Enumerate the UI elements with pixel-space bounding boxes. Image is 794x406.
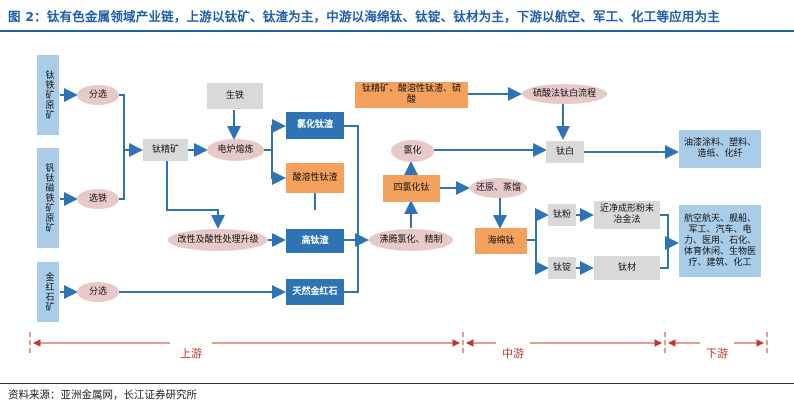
iron-separation-oval: 选铁: [77, 189, 119, 209]
sulfate-process-oval: 硫酸法钛白流程: [522, 84, 607, 104]
midstream-label: 中游: [502, 347, 524, 360]
pig-iron-box: 生铁: [207, 83, 263, 109]
high-titanium-slag-box: 高钛渣: [286, 229, 344, 253]
titanium-powder-box: 钛粉: [548, 204, 576, 226]
chlorination-oval: 氯化: [391, 140, 434, 162]
acid-soluble-slag-box: 酸溶性钛渣: [286, 163, 344, 193]
source-divider: [0, 383, 794, 384]
source-note: 资料来源：亚洲金属网，长江证券研究所: [8, 389, 197, 401]
aerospace-applications-box: 航空航天、舰船、军工、汽车、电力、医用、石化、体育休闲、生物医疗、建筑、化工: [679, 205, 761, 277]
titanium-tetrachloride-box: 四氯化钛: [383, 175, 440, 202]
coatings-applications-box: 油漆涂料、塑料、造纸、化纤: [679, 130, 761, 168]
downstream-label: 下游: [706, 347, 728, 360]
title-divider: [0, 30, 794, 32]
upgrade-process-oval: 改性及酸性处理升级: [168, 229, 268, 251]
natural-rutile-box: 天然金红石: [286, 279, 344, 305]
titanium-dioxide-box: 钛白: [546, 141, 584, 163]
titanium-material-box: 钛材: [594, 256, 660, 280]
titanium-ingot-box: 钛锭: [548, 257, 576, 279]
reduction-distillation-oval: 还原、蒸馏: [470, 178, 527, 198]
figure-title: 图 2：钛有色金属领域产业链，上游以钛矿、钛渣为主，中游以海绵钛、钛锭、钛材为主…: [8, 9, 720, 24]
boiling-chlorination-oval: 沸腾氯化、精制: [369, 229, 453, 251]
beneficiation-oval-3: 分选: [77, 282, 119, 302]
electric-furnace-oval: 电炉熔炼: [207, 139, 264, 161]
sponge-titanium-box: 海绵钛: [475, 228, 527, 254]
titanium-ore-box: 钛铁矿原矿: [37, 55, 59, 135]
rutile-ore-box: 金红石矿: [37, 262, 59, 322]
sulfate-inputs-box: 钛精矿、酸溶性钛渣、硫酸: [355, 82, 468, 108]
upstream-label: 上游: [180, 347, 202, 360]
chlorinated-slag-box: 氯化钛渣: [286, 112, 344, 139]
vanadium-titanium-magnetite-box: 钒钛磁铁矿原矿: [37, 148, 59, 248]
ilmenite-concentrate-box: 钛精矿: [143, 139, 188, 161]
powder-metallurgy-box: 近净成形粉末冶金法: [594, 201, 660, 229]
beneficiation-oval-1: 分选: [77, 85, 119, 105]
